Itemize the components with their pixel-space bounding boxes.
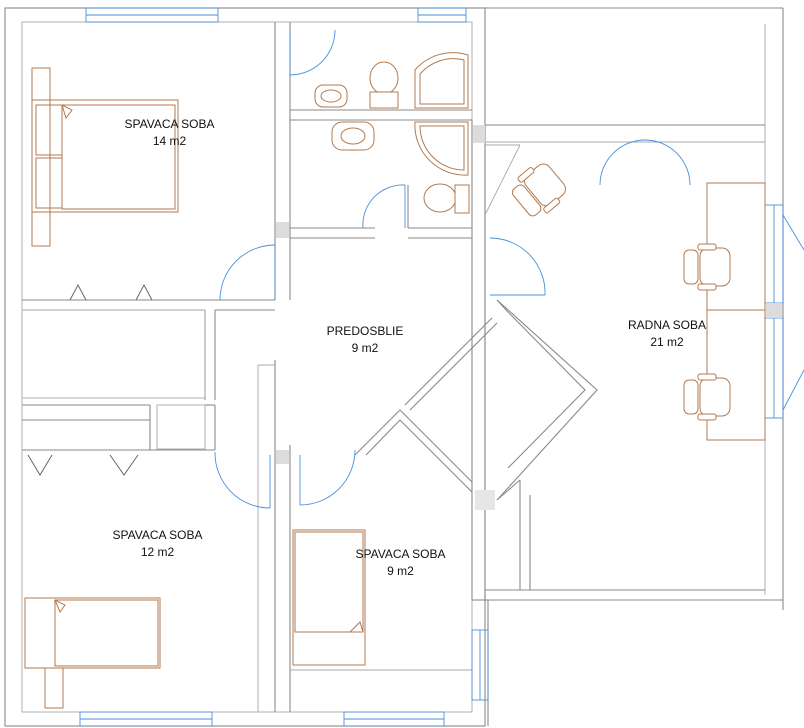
- bed-medium: [24, 597, 161, 709]
- bathroom-upper-fixtures: [314, 52, 469, 109]
- chair-2: [683, 373, 731, 421]
- bathroom-lower-fixtures: [331, 121, 470, 214]
- room-name: SPAVACA SOBA: [124, 117, 215, 131]
- room-area: 12 m2: [140, 545, 175, 559]
- room-area: 9 m2: [351, 341, 379, 355]
- room-label-study: RADNA SOBA 21 m2: [612, 317, 722, 351]
- room-label-hallway: PREDOSBLIE 9 m2: [310, 323, 420, 357]
- office-chairs: [511, 163, 731, 421]
- interior-walls: [21, 22, 486, 712]
- chair-1: [683, 243, 731, 291]
- windows: [79, 7, 804, 727]
- room-name: RADNA SOBA: [627, 318, 707, 332]
- desk: [706, 182, 766, 441]
- angled-walls: [354, 144, 598, 501]
- doors: [214, 29, 691, 509]
- room-area: 9 m2: [387, 564, 414, 578]
- column-hatches: [276, 125, 782, 510]
- bed-large: [31, 67, 179, 247]
- room-label-bedroom-12: SPAVACA SOBA 12 m2: [100, 527, 215, 561]
- wardrobe-doors-upper: [69, 283, 153, 301]
- room-name: SPAVACA SOBA: [112, 528, 203, 542]
- room-name: SPAVACA SOBA: [355, 547, 446, 561]
- room-area: 21 m2: [650, 335, 684, 349]
- chair-3: [511, 163, 566, 217]
- room-label-bedroom-14: SPAVACA SOBA 14 m2: [112, 116, 227, 150]
- room-name: PREDOSBLIE: [326, 324, 404, 338]
- room-area: 14 m2: [152, 134, 187, 148]
- room-label-bedroom-9: SPAVACA SOBA 9 m2: [343, 546, 458, 580]
- bed-single: [292, 529, 366, 666]
- wardrobe-doors-lower: [27, 454, 139, 476]
